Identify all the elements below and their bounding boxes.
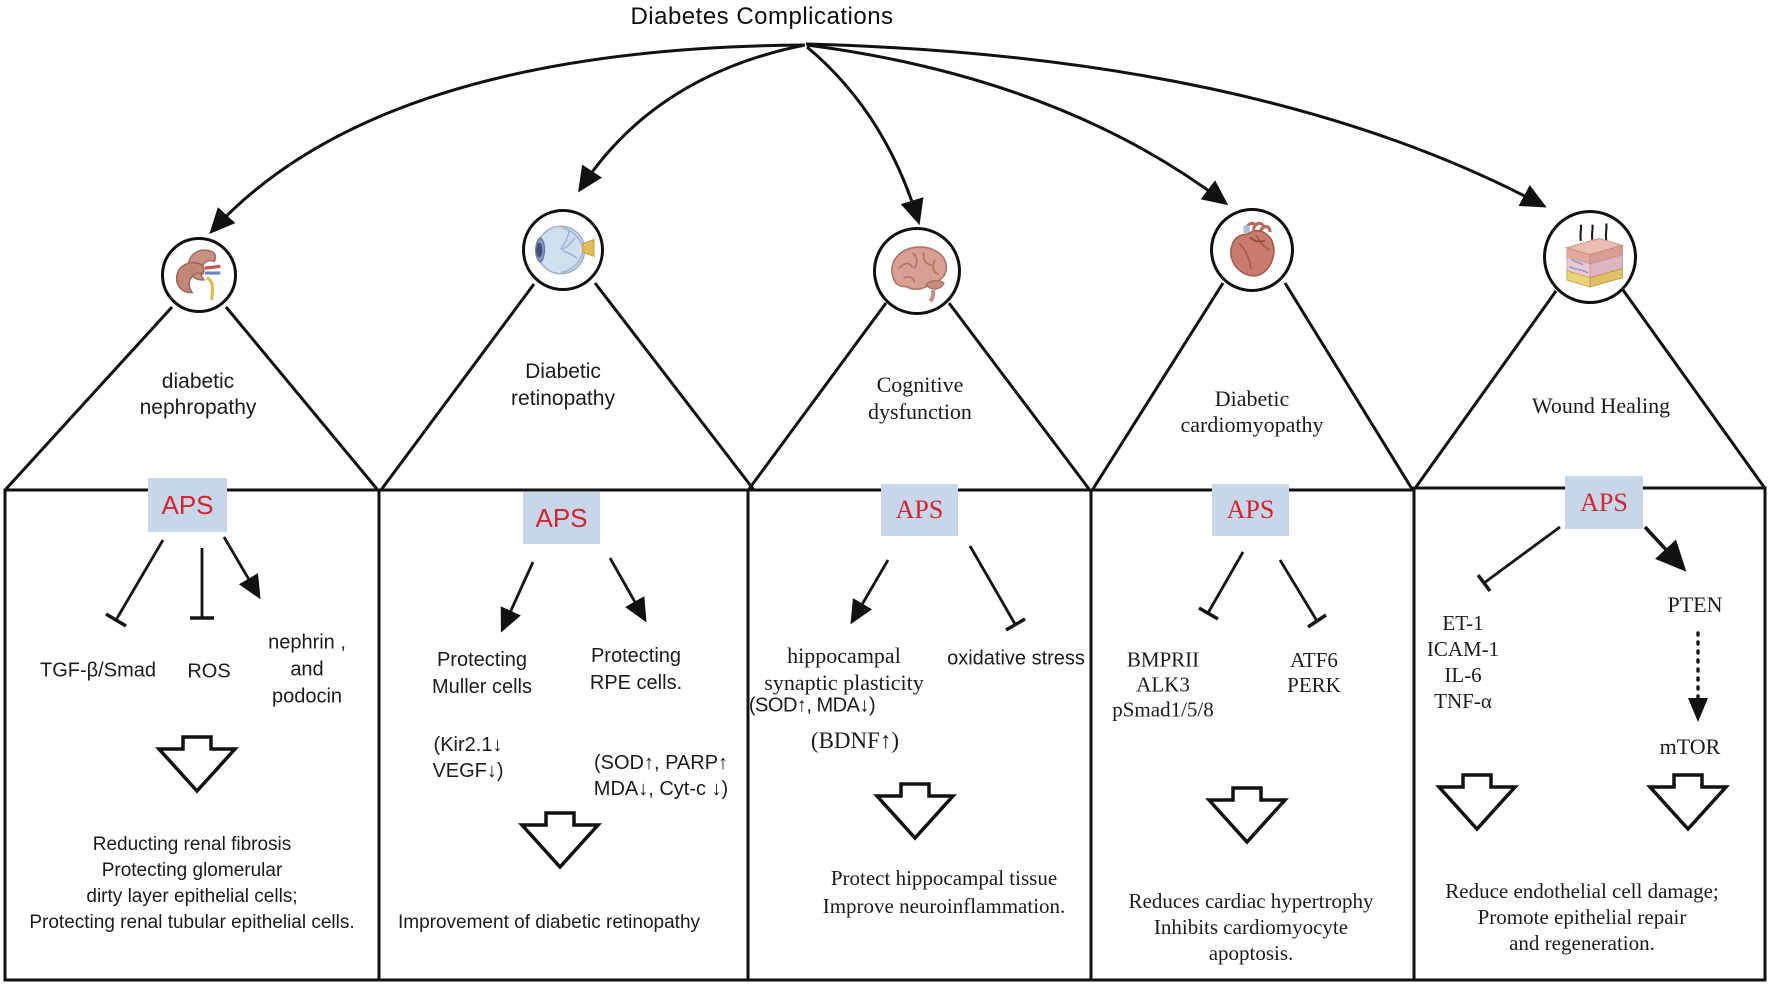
eye-icon: [535, 225, 595, 275]
aps-arrows-col5: [1476, 525, 1708, 722]
aps-box-col5: APS: [1565, 476, 1643, 529]
kidney-circle: [161, 237, 237, 313]
diagram-title: Diabetes Complications: [630, 3, 894, 30]
kidney-icon: [175, 249, 221, 301]
heart-circle: [1210, 208, 1294, 292]
disease-label-wound-healing: Wound Healing: [1531, 393, 1671, 418]
aps-box-col3: APS: [881, 484, 958, 536]
arrow-to-kidney: [209, 43, 806, 234]
arrow-to-eye: [578, 43, 806, 193]
note-bdnf: (BDNF↑): [810, 728, 900, 753]
outcome-wound-healing: Reduce endothelial cell damage;Promote e…: [1445, 879, 1719, 955]
aps-arrows-col2: [500, 557, 647, 633]
target-oxidative-stress: oxidative stress: [947, 647, 1085, 670]
brain-circle: [873, 227, 961, 315]
funnel-lines: [4, 282, 1766, 491]
outcome-retinopathy: Improvement of diabetic retinopathy: [397, 912, 701, 933]
aps-arrows-col3: [850, 545, 1026, 632]
arrow-to-brain: [806, 45, 924, 226]
arrow-to-skin: [805, 42, 1547, 208]
eye-circle: [522, 209, 604, 291]
target-mtor: mTOR: [1659, 734, 1721, 759]
target-pten: PTEN: [1667, 592, 1723, 617]
heart-icon: [1230, 221, 1275, 277]
note-sod-mda: (SOD↑, MDA↓): [748, 694, 876, 717]
outcome-block-arrows: [155, 735, 1730, 870]
aps-box-col1: APS: [148, 478, 227, 532]
aps-box-col2: APS: [523, 492, 600, 544]
target-ros: ROS: [187, 660, 231, 683]
arrow-to-heart: [806, 43, 1229, 206]
title-fanout-arrows: [209, 42, 1547, 234]
brain-icon: [891, 246, 948, 303]
skin-icon: [1564, 223, 1625, 288]
aps-arrows-col1: [105, 536, 261, 628]
note-sod-parp: (SOD↑, PARP↑MDA↓, Cyt-c ↓): [593, 752, 729, 800]
skin-circle: [1543, 210, 1637, 304]
aps-box-col4: APS: [1212, 484, 1289, 536]
target-tgf-b-smad: TGF-β/Smad: [40, 659, 156, 682]
note-kir-vegf: (Kir2.1↓VEGF↓): [432, 734, 504, 782]
aps-arrows-col4: [1198, 551, 1327, 629]
